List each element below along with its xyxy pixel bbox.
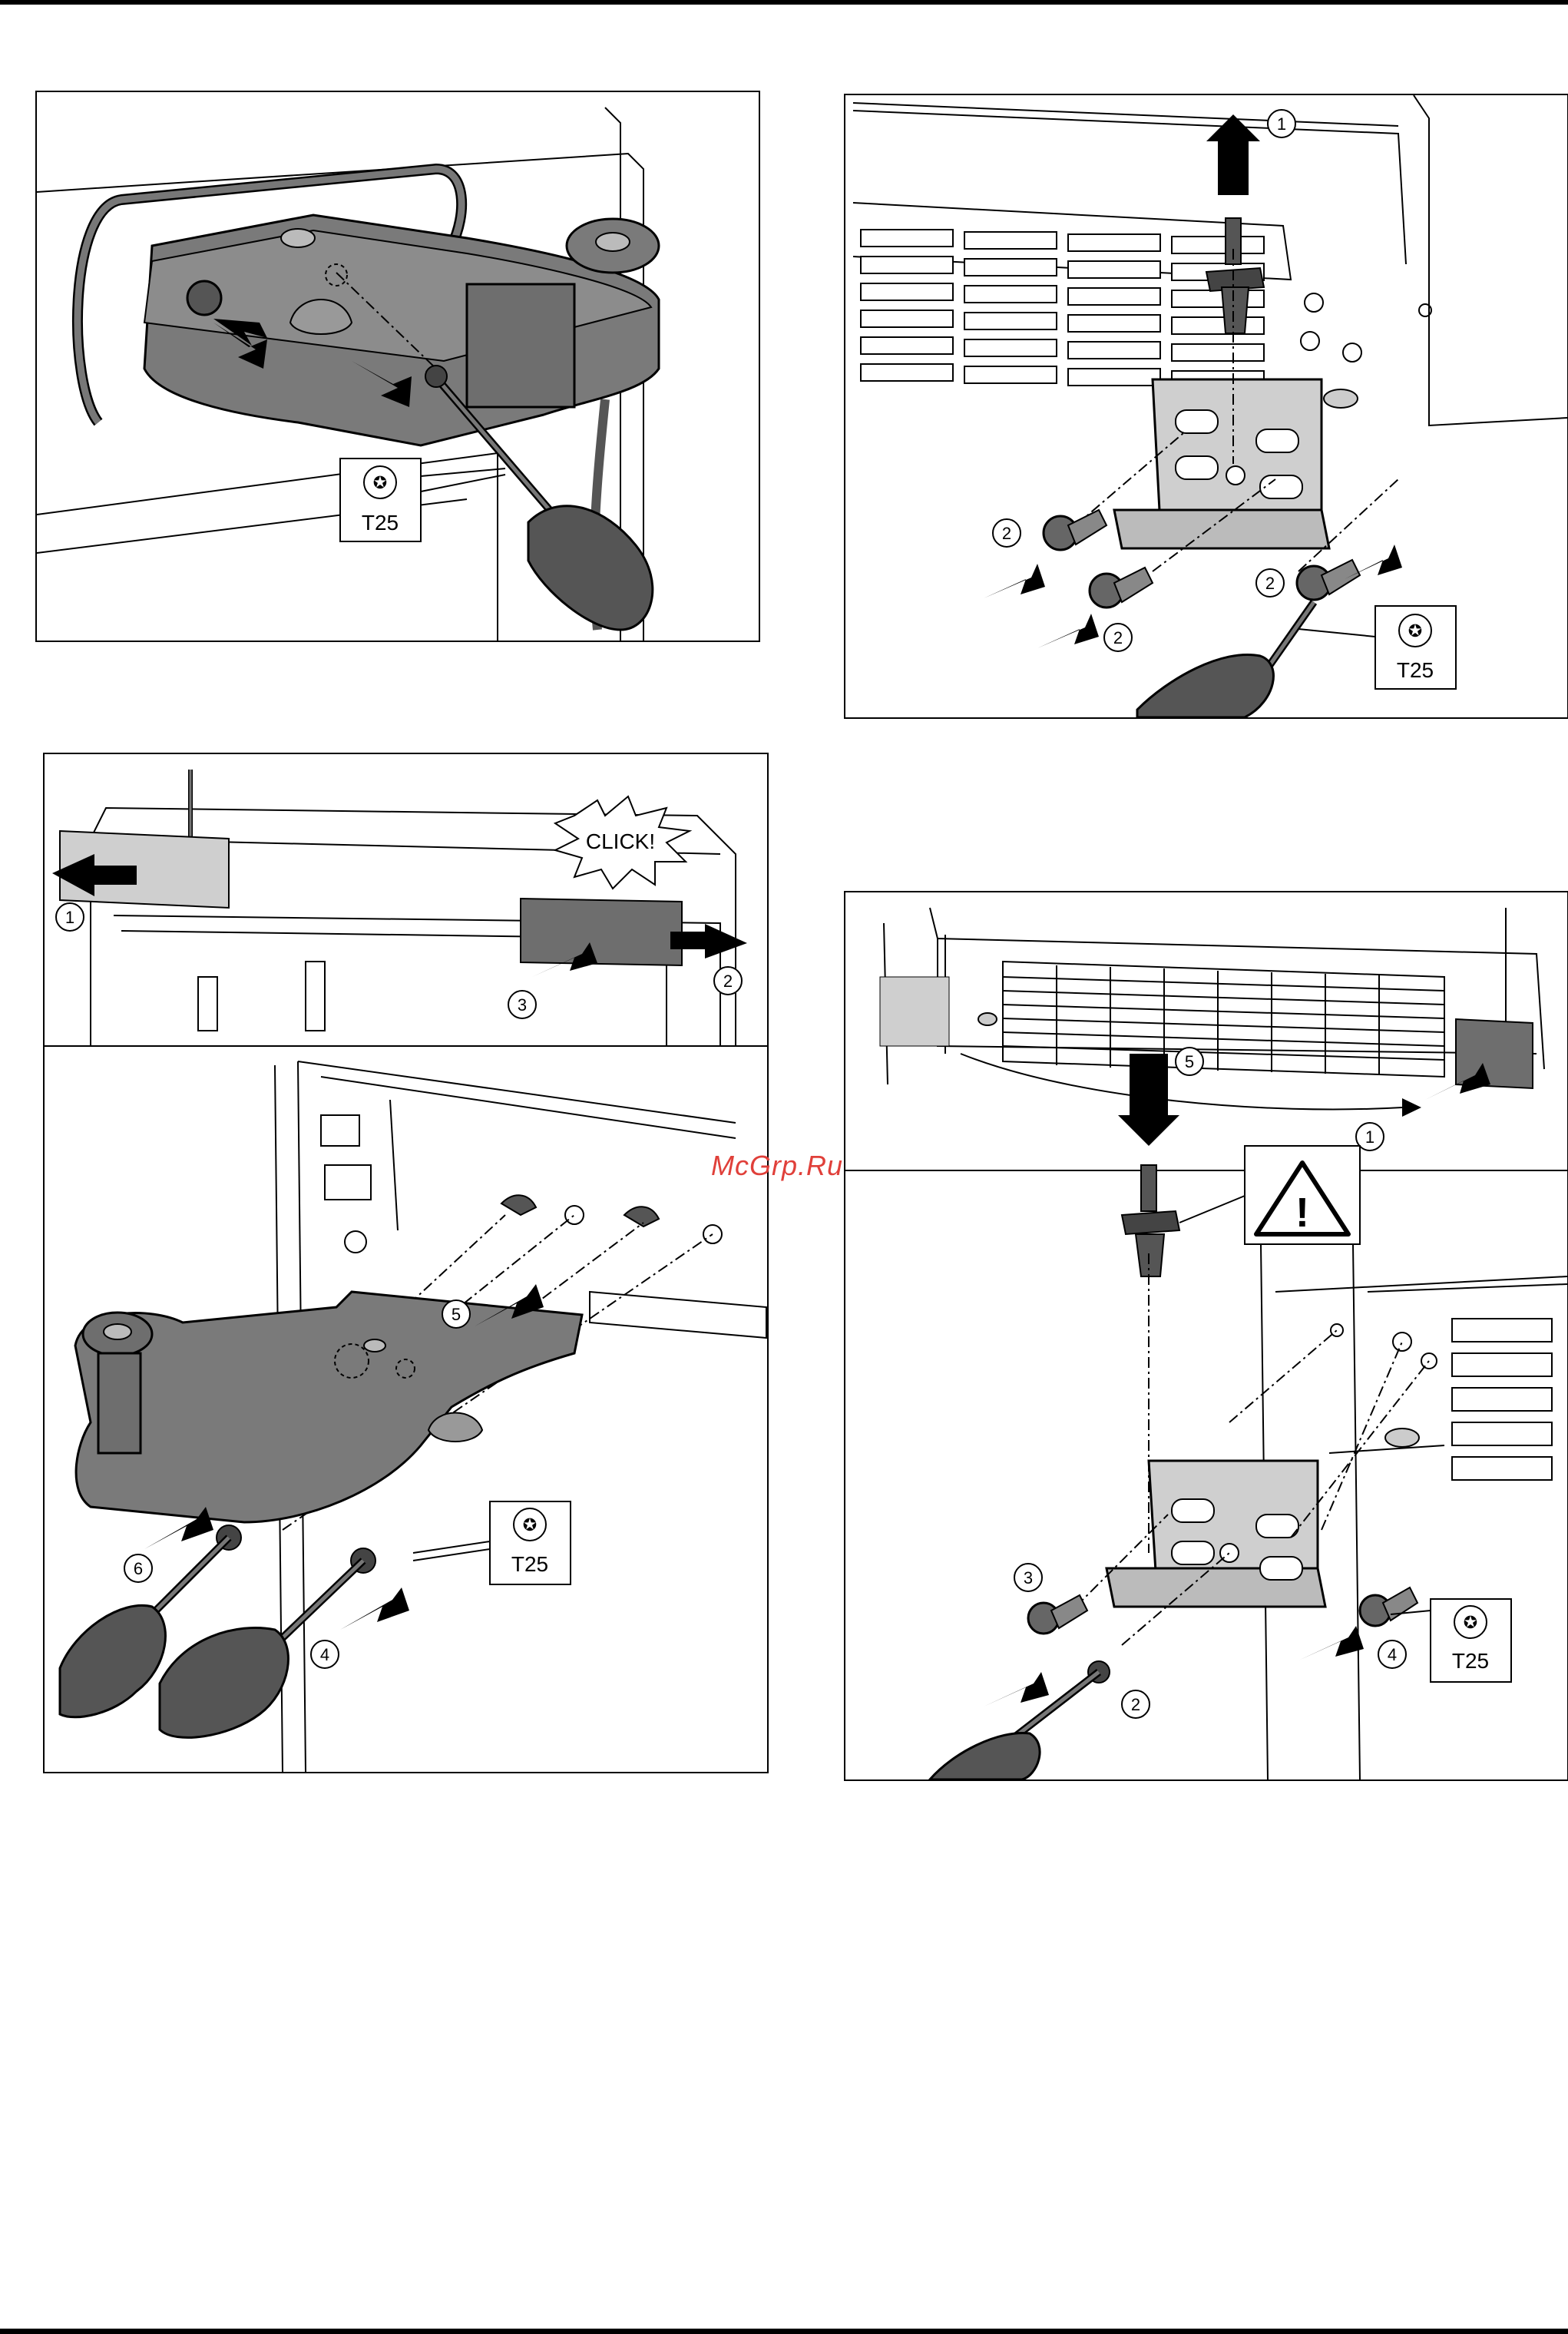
- figure-hinge-installation: CLICK! 1 2 3: [43, 753, 769, 1773]
- svg-text:1: 1: [1277, 114, 1286, 134]
- svg-text:✪: ✪: [373, 474, 387, 493]
- svg-text:2: 2: [1131, 1695, 1140, 1714]
- svg-text:4: 4: [1388, 1645, 1397, 1664]
- tool-label: T25: [1397, 658, 1434, 682]
- svg-text:3: 3: [518, 995, 527, 1015]
- svg-text:6: 6: [134, 1559, 143, 1578]
- bracket-removal-illustration: 1 2 2 2: [845, 95, 1567, 717]
- svg-text:✪: ✪: [1408, 622, 1422, 641]
- figure-bracket-removal: 1 2 2 2: [844, 94, 1568, 719]
- svg-text:✪: ✪: [523, 1516, 537, 1535]
- tool-label: T25: [511, 1552, 548, 1576]
- svg-text:5: 5: [452, 1305, 461, 1324]
- svg-text:2: 2: [1113, 628, 1123, 647]
- bracket-installation-illustration: 1 5 !: [845, 892, 1567, 1779]
- svg-text:2: 2: [723, 972, 733, 991]
- svg-text:2: 2: [1002, 524, 1011, 543]
- svg-text:3: 3: [1024, 1568, 1033, 1587]
- hinge-plate: [75, 1292, 582, 1522]
- click-label: CLICK!: [586, 829, 655, 853]
- svg-text:1: 1: [65, 908, 74, 927]
- hinge-bracket: [1153, 379, 1322, 525]
- figure-hinge-removal: ✪ T25: [35, 91, 760, 642]
- hinge-removal-illustration: ✪ T25: [37, 92, 759, 641]
- top-rule: [0, 0, 1568, 5]
- vent-grille: [1003, 962, 1444, 1077]
- tool-label: T25: [1452, 1649, 1489, 1673]
- arrow-icon: [1402, 1098, 1421, 1117]
- hinge-installation-illustration: CLICK! 1 2 3: [45, 754, 767, 1772]
- svg-text:2: 2: [1265, 574, 1275, 593]
- svg-text:5: 5: [1185, 1052, 1194, 1071]
- tool-label: T25: [362, 511, 399, 535]
- vent-grille: [861, 230, 1264, 388]
- bottom-rule: [0, 2329, 1568, 2334]
- svg-text:!: !: [1295, 1190, 1309, 1236]
- watermark: McGrp.Ru: [711, 1150, 843, 1182]
- figure-bracket-installation: 1 5 !: [844, 891, 1568, 1781]
- svg-text:1: 1: [1365, 1127, 1374, 1147]
- svg-text:✪: ✪: [1464, 1614, 1477, 1633]
- svg-text:4: 4: [320, 1645, 329, 1664]
